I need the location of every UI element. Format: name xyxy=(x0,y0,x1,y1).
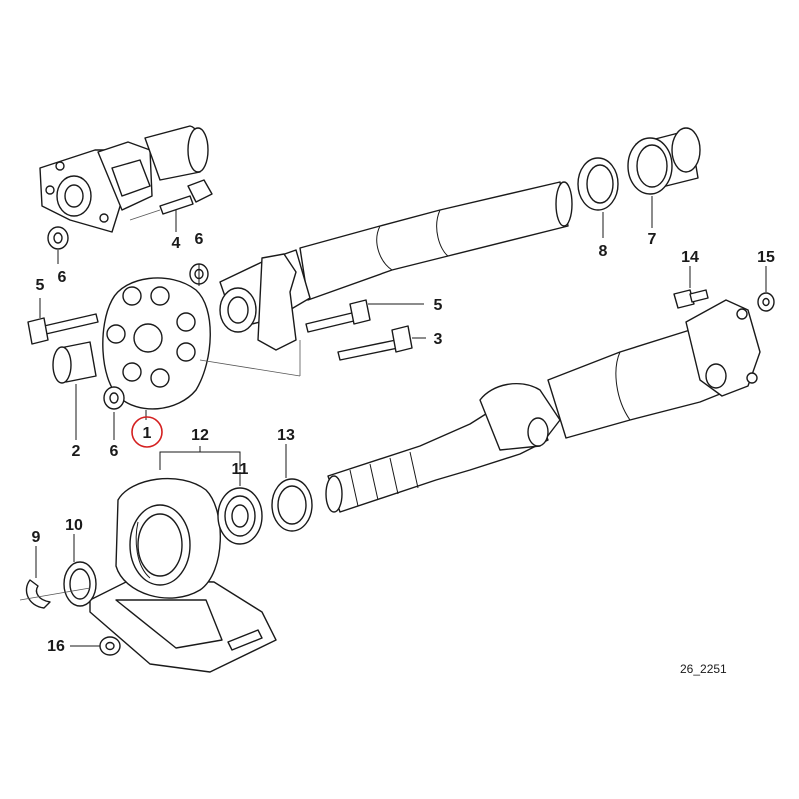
rear-flange-assembly xyxy=(39,125,209,233)
callout-12[interactable]: 12 xyxy=(191,427,209,444)
callout-1[interactable]: 1 xyxy=(143,425,152,442)
circlip-9 xyxy=(25,579,51,609)
highlight-ring xyxy=(131,416,163,448)
callout-2[interactable]: 2 xyxy=(72,443,81,460)
upper-shaft-tube xyxy=(219,181,573,351)
bolt-4 xyxy=(129,179,213,221)
bolt-5-left xyxy=(27,313,99,345)
callout-7[interactable]: 7 xyxy=(648,231,657,248)
callout-5-left[interactable]: 5 xyxy=(36,277,45,294)
ring-8 xyxy=(577,157,619,211)
ring-10 xyxy=(63,561,97,607)
callout-6-low[interactable]: 6 xyxy=(110,443,119,460)
callout-10[interactable]: 10 xyxy=(65,517,83,534)
callout-4[interactable]: 4 xyxy=(172,235,181,252)
leader-lines xyxy=(35,196,767,647)
front-shaft xyxy=(325,299,761,513)
flex-disc xyxy=(102,277,211,410)
sleeve-7 xyxy=(627,127,701,195)
callout-11[interactable]: 11 xyxy=(232,461,249,478)
bearing-11 xyxy=(217,487,263,545)
nut-15 xyxy=(757,292,775,312)
callout-16[interactable]: 16 xyxy=(47,638,65,655)
callout-15[interactable]: 15 xyxy=(757,249,775,266)
callout-14[interactable]: 14 xyxy=(681,249,699,266)
nut-6-low xyxy=(103,386,125,410)
callout-labels: 1 2 3 4 5 5 6 6 6 7 8 9 10 11 12 13 14 1… xyxy=(32,231,775,655)
sleeve-2 xyxy=(52,341,97,384)
nut-16 xyxy=(99,636,121,656)
callout-9[interactable]: 9 xyxy=(32,529,41,546)
center-bearing-support xyxy=(89,477,277,673)
callout-5-right[interactable]: 5 xyxy=(434,297,443,314)
diagram-reference-code: 26_2251 xyxy=(680,662,727,676)
nut-6-top xyxy=(47,226,69,250)
callout-13[interactable]: 13 xyxy=(277,427,295,444)
callout-8[interactable]: 8 xyxy=(599,243,608,260)
callout-6-mid[interactable]: 6 xyxy=(195,231,204,248)
ring-13 xyxy=(271,478,313,532)
bolts-right xyxy=(305,299,413,361)
bolt-14 xyxy=(673,289,709,309)
callout-6-top[interactable]: 6 xyxy=(58,269,67,286)
callout-3[interactable]: 3 xyxy=(434,331,443,348)
